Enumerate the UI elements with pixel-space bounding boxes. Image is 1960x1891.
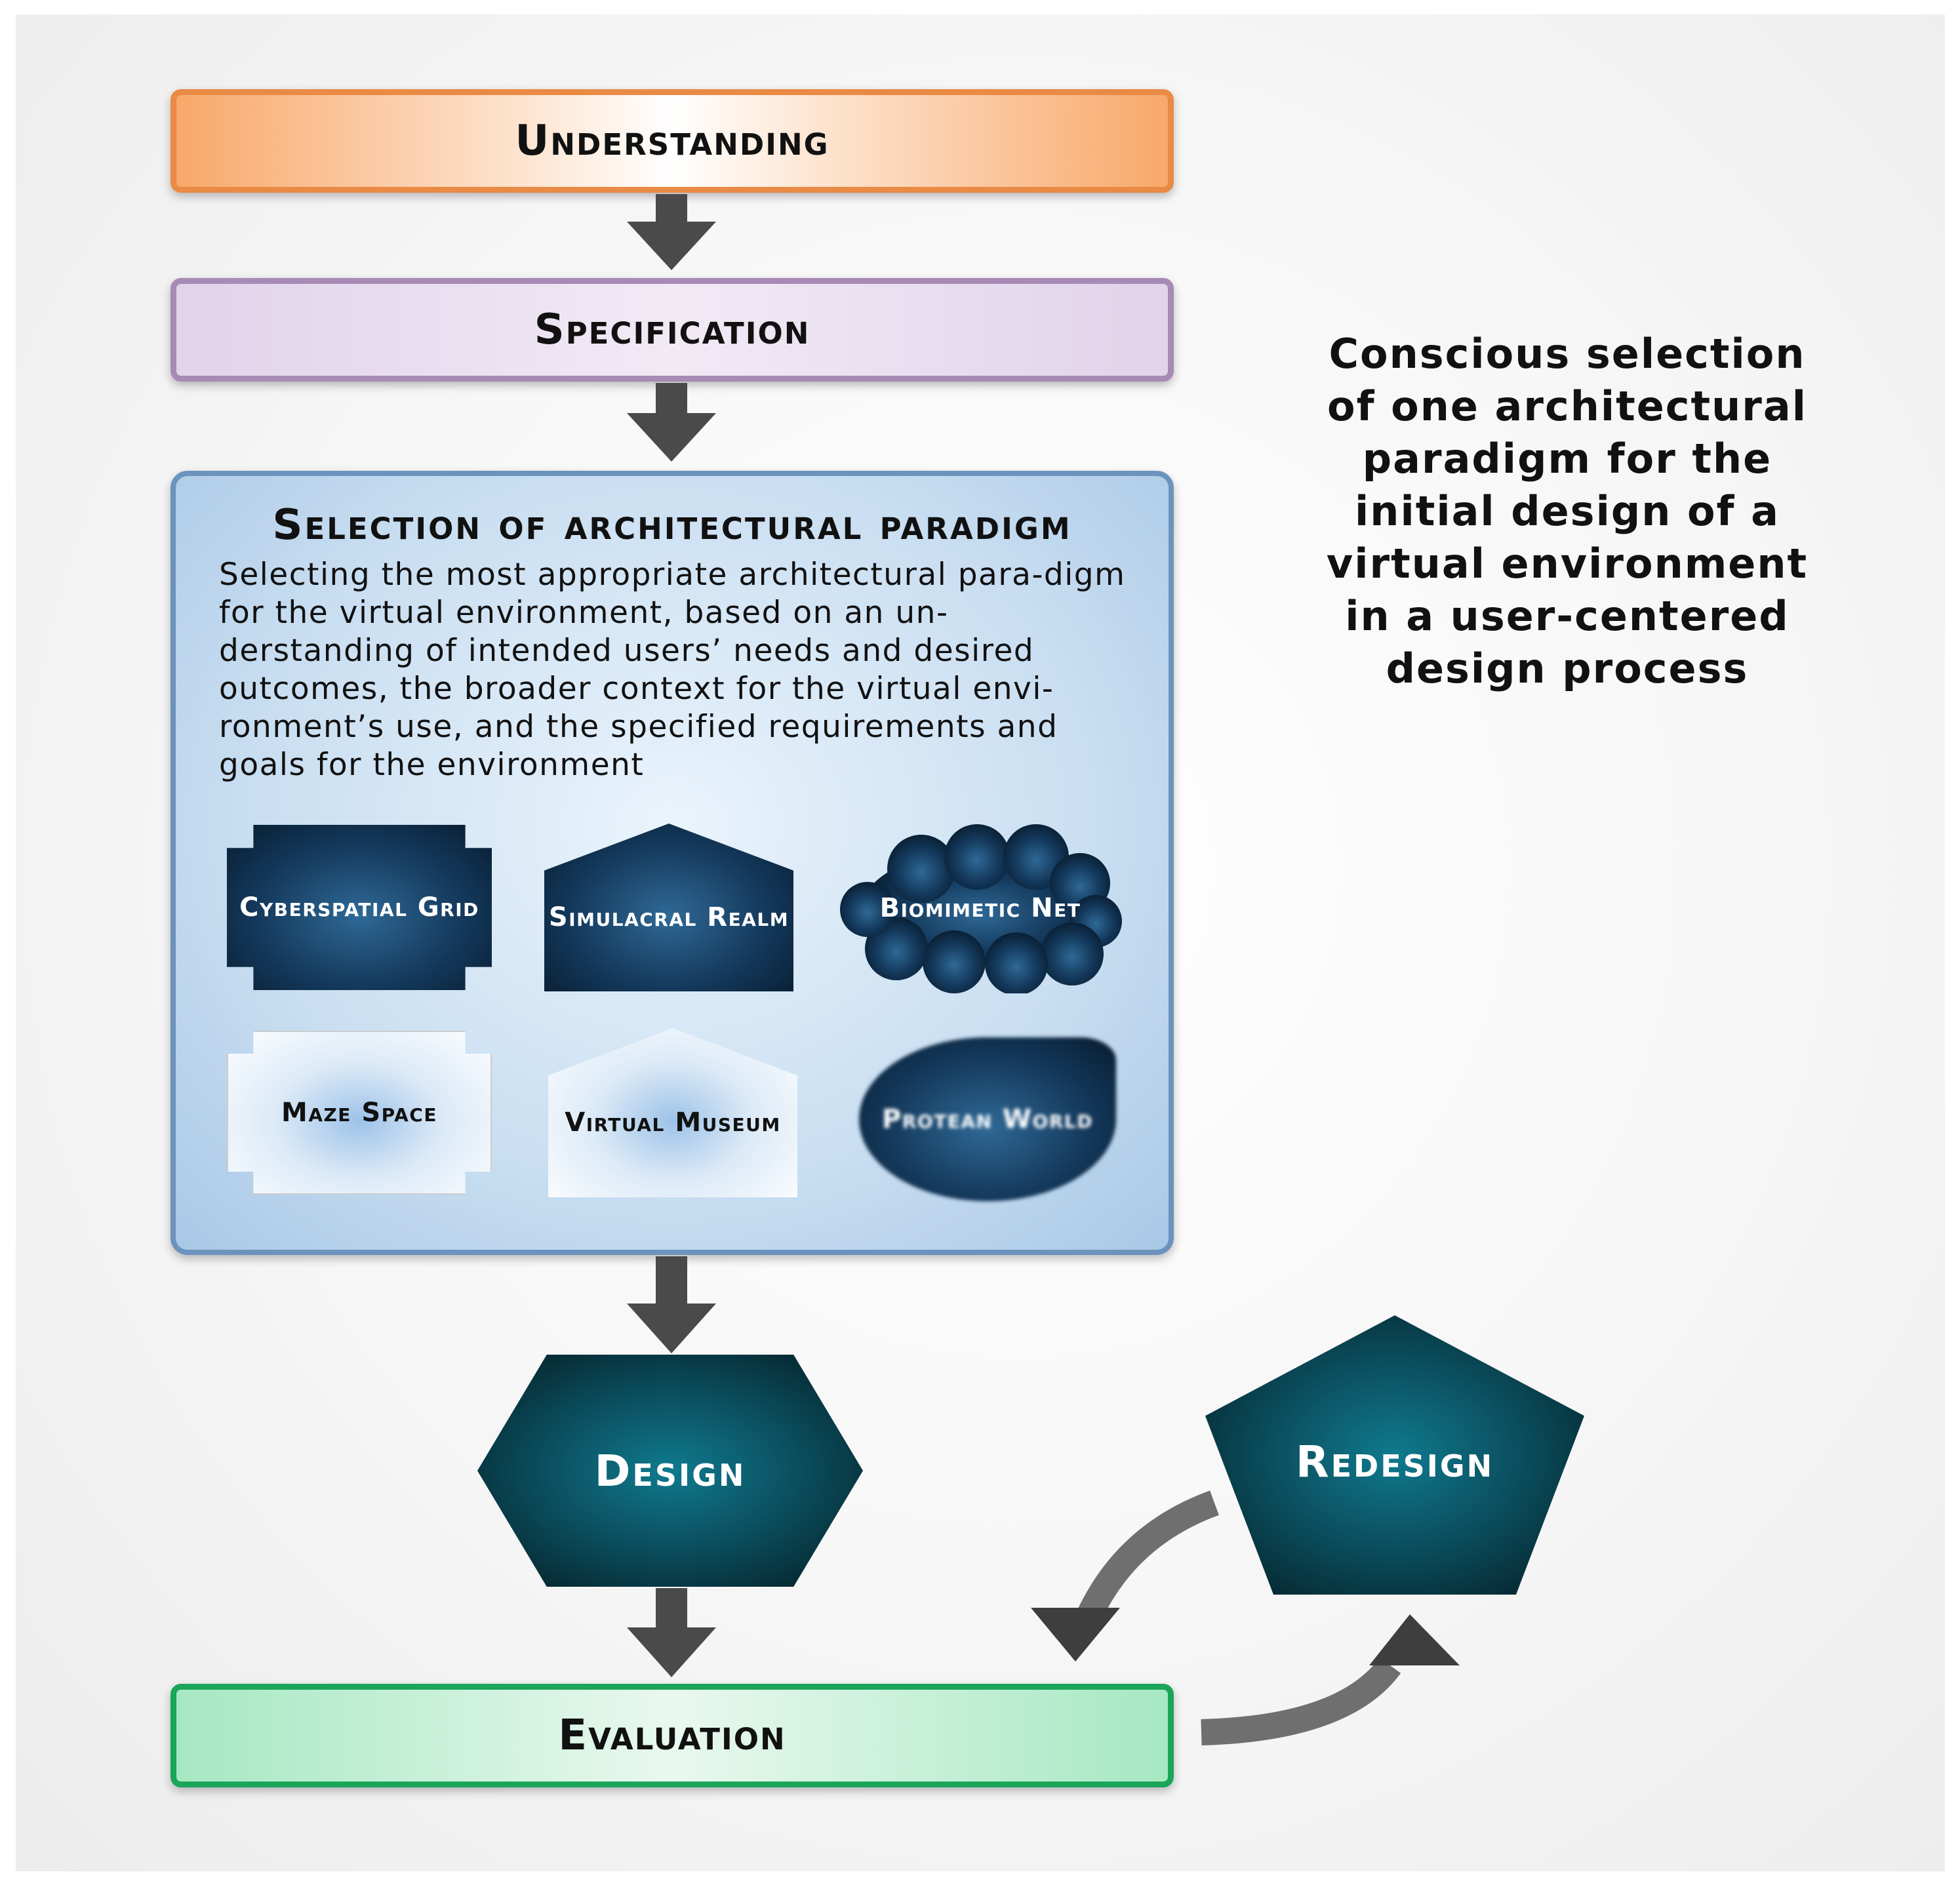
paradigm-label: Simulacral Realm (548, 902, 790, 932)
redesign-label: Redesign (1295, 1436, 1494, 1487)
understanding-label: Understanding (515, 117, 830, 165)
arrow-down-icon (627, 1588, 716, 1677)
cloud-shape (840, 824, 1122, 993)
paradigm-label: Biomimetic Net (879, 893, 1081, 923)
paradigm-protean-world: Protean World (859, 1037, 1116, 1201)
paradigm-maze-space: Maze Space (227, 1031, 492, 1195)
paradigm-biomimetic-net: Biomimetic Net (836, 823, 1125, 993)
arrow-down-icon (627, 383, 716, 462)
arrow-head-down-icon (1031, 1608, 1120, 1662)
arrow-down-icon (627, 1256, 716, 1353)
curved-arrow-to-redesign-icon (1201, 1657, 1401, 1745)
arrow-down-icon (627, 194, 716, 270)
evaluation-box: Evaluation (170, 1684, 1174, 1787)
evaluation-label: Evaluation (558, 1711, 786, 1760)
paradigm-label: Virtual Museum (565, 1107, 781, 1138)
curved-arrow-to-design-icon (1077, 1490, 1219, 1620)
paradigm-label: Maze Space (281, 1098, 437, 1128)
specification-box: Specification (170, 278, 1174, 382)
side-note: Conscious selection of one architectural… (1326, 330, 1809, 692)
arrow-head-up-icon (1369, 1614, 1460, 1665)
paradigm-label: Protean World (881, 1104, 1093, 1134)
understanding-box: Understanding (170, 89, 1174, 193)
selection-description: Selecting the most appropriate architect… (219, 557, 1126, 783)
selection-title: Selection of architectural paradigm (272, 501, 1072, 549)
design-label: Design (594, 1445, 746, 1496)
design-hexagon: Design (477, 1355, 863, 1587)
paradigm-label: Cyberspatial Grid (239, 892, 479, 923)
specification-label: Specification (534, 306, 810, 354)
paradigm-cyberspatial-grid: Cyberspatial Grid (227, 825, 492, 990)
